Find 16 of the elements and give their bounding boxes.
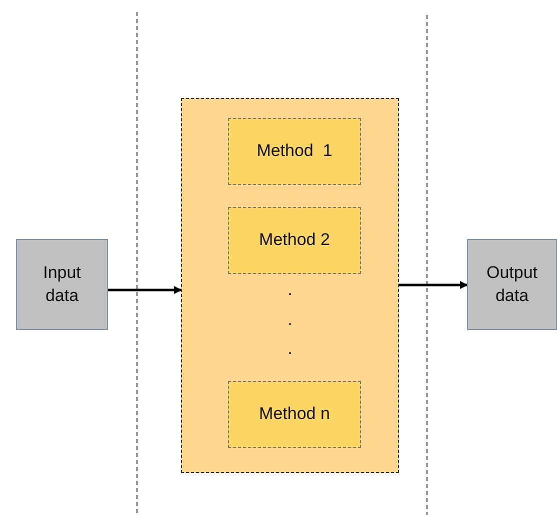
arrow [108,286,182,294]
method-box [228,118,361,185]
ellipsis-dot: . [286,310,294,330]
input-box [16,239,108,330]
node-label: Method 2 [259,229,330,252]
node-label: Method 1 [256,140,332,162]
node-label: Output data [485,262,539,306]
ellipsis-dot: . [286,339,294,359]
output-box [467,239,557,330]
group-box [181,98,399,473]
node-label: Input data [42,262,82,306]
arrow [399,281,468,289]
method-box [228,207,361,274]
method-box [228,381,361,448]
ellipsis-dot: . [286,280,294,300]
node-label: Method n [259,403,330,426]
